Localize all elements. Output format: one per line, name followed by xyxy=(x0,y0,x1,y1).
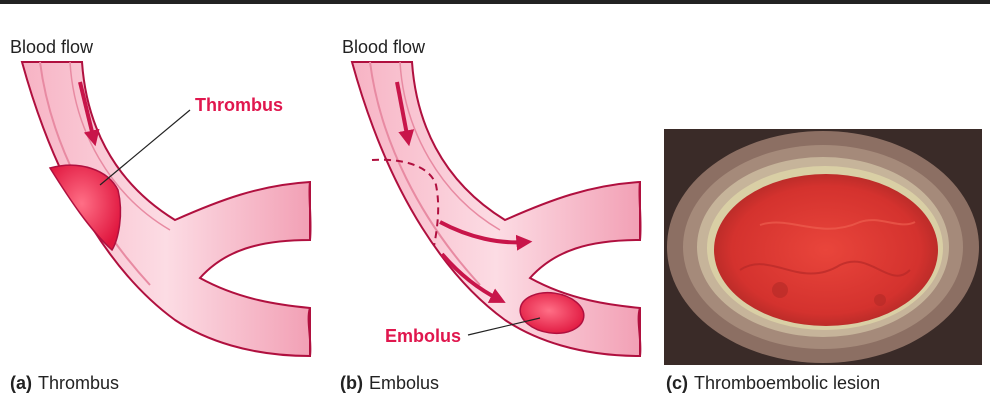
caption-c-letter: (c) xyxy=(666,373,688,393)
caption-c: (c) Thromboembolic lesion xyxy=(666,373,880,394)
caption-a-text: Thrombus xyxy=(38,373,119,393)
blood-flow-label-a: Blood flow xyxy=(10,37,93,58)
caption-b-letter: (b) xyxy=(340,373,363,393)
thrombus-callout: Thrombus xyxy=(195,95,283,116)
thromboembolic-lesion-micrograph xyxy=(664,129,982,365)
caption-a: (a) Thrombus xyxy=(10,373,119,394)
caption-c-text: Thromboembolic lesion xyxy=(694,373,880,393)
blood-flow-label-b: Blood flow xyxy=(342,37,425,58)
caption-b: (b) Embolus xyxy=(340,373,439,394)
vessel-b xyxy=(352,62,641,356)
caption-a-letter: (a) xyxy=(10,373,32,393)
embolus-callout: Embolus xyxy=(385,326,461,347)
thrombus-leader-line xyxy=(100,110,190,185)
caption-b-text: Embolus xyxy=(369,373,439,393)
